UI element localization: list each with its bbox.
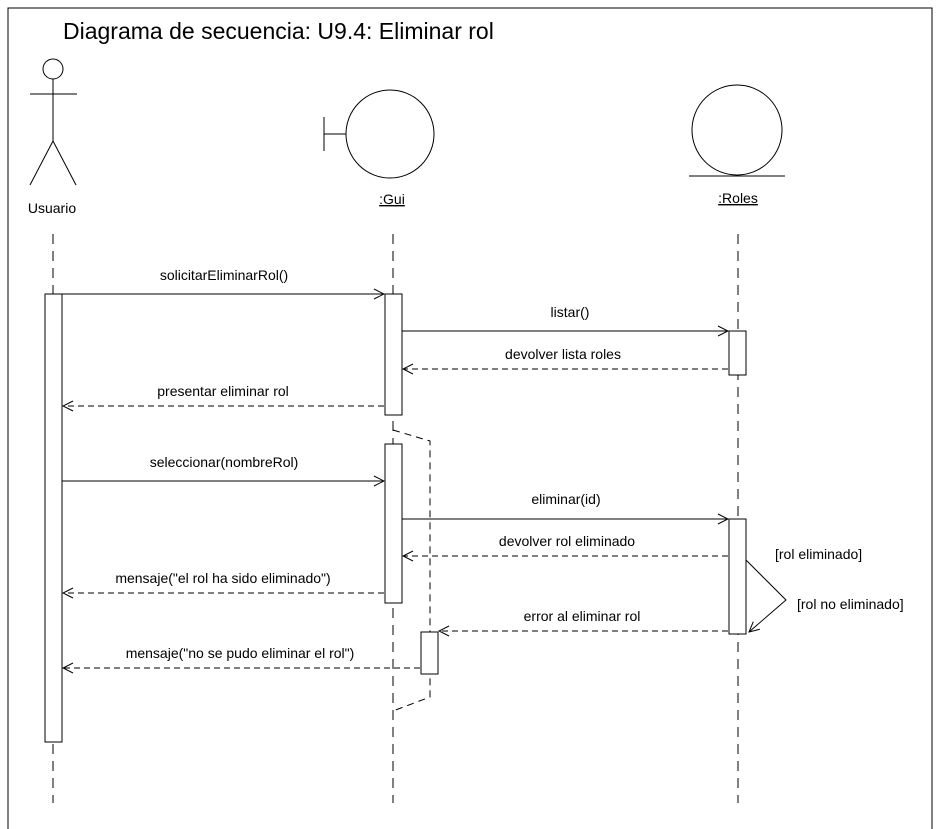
- diagram-title: Diagrama de secuencia: U9.4: Eliminar ro…: [63, 18, 494, 44]
- msg-devolver-rol-label: devolver rol eliminado: [499, 533, 635, 549]
- guard-ok-label: [rol eliminado]: [775, 546, 862, 562]
- msg-listar-label: listar(): [551, 304, 590, 320]
- msg-seleccionar-label: seleccionar(nombreRol): [150, 454, 299, 470]
- msg-error-label: error al eliminar rol: [524, 608, 641, 624]
- gui-label: :Gui: [379, 191, 405, 207]
- guard-fail-label: [rol no eliminado]: [797, 596, 904, 612]
- gui-activation-2: [384, 443, 403, 604]
- msg-mensaje-ok-label: mensaje("el rol ha sido eliminado"): [115, 570, 330, 586]
- gui-activation-1: [384, 293, 403, 416]
- actor-label: Usuario: [28, 200, 76, 216]
- roles-activation-1: [728, 330, 747, 376]
- self-branch-arrow: [745, 559, 787, 632]
- actor-icon: [29, 58, 77, 186]
- roles-activation-2: [728, 518, 747, 635]
- actor-activation: [44, 293, 63, 743]
- branch-connector: [392, 429, 431, 712]
- boundary-icon: [323, 89, 435, 179]
- entity-icon: [689, 84, 785, 177]
- msg-devolver-lista-label: devolver lista roles: [505, 346, 621, 362]
- diagram-frame: [7, 7, 933, 829]
- msg-mensaje-fail-label: mensaje("no se pudo eliminar el rol"): [126, 645, 355, 661]
- roles-label: :Roles: [718, 190, 758, 206]
- msg-eliminar-label: eliminar(id): [531, 491, 600, 507]
- gui-activation-3: [420, 631, 439, 675]
- msg-solicitar-label: solicitarEliminarRol(): [160, 267, 288, 283]
- msg-presentar-label: presentar eliminar rol: [157, 383, 289, 399]
